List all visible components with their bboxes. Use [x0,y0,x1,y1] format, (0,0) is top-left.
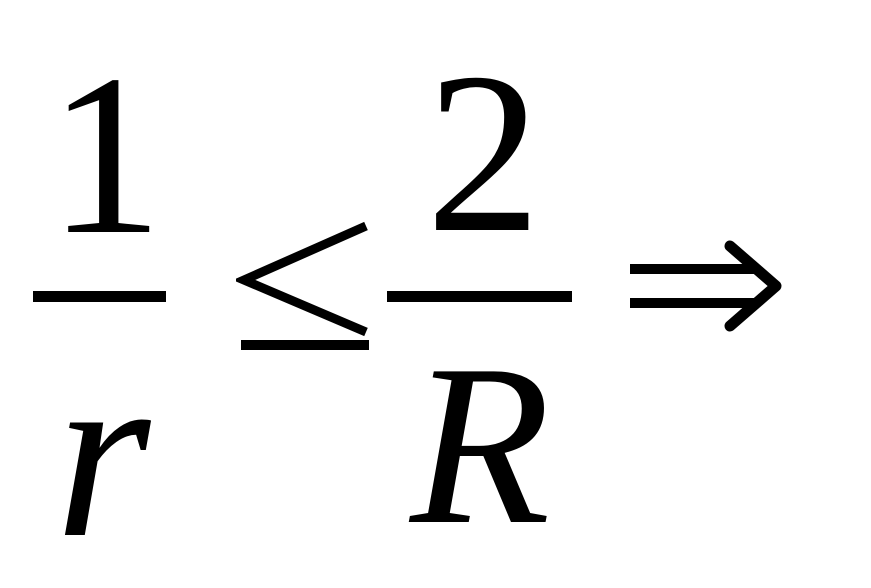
right-denominator: R [410,317,551,572]
left-fraction-bar [33,291,166,302]
implies-arrow-icon [630,240,782,332]
right-fraction-bar [387,291,572,302]
left-numerator: 1 [48,27,163,282]
less-than-or-equal-icon [236,221,369,350]
left-denominator: r [55,317,151,588]
right-numerator: 2 [426,25,541,280]
math-formula: 1 r 2 R [33,25,782,588]
